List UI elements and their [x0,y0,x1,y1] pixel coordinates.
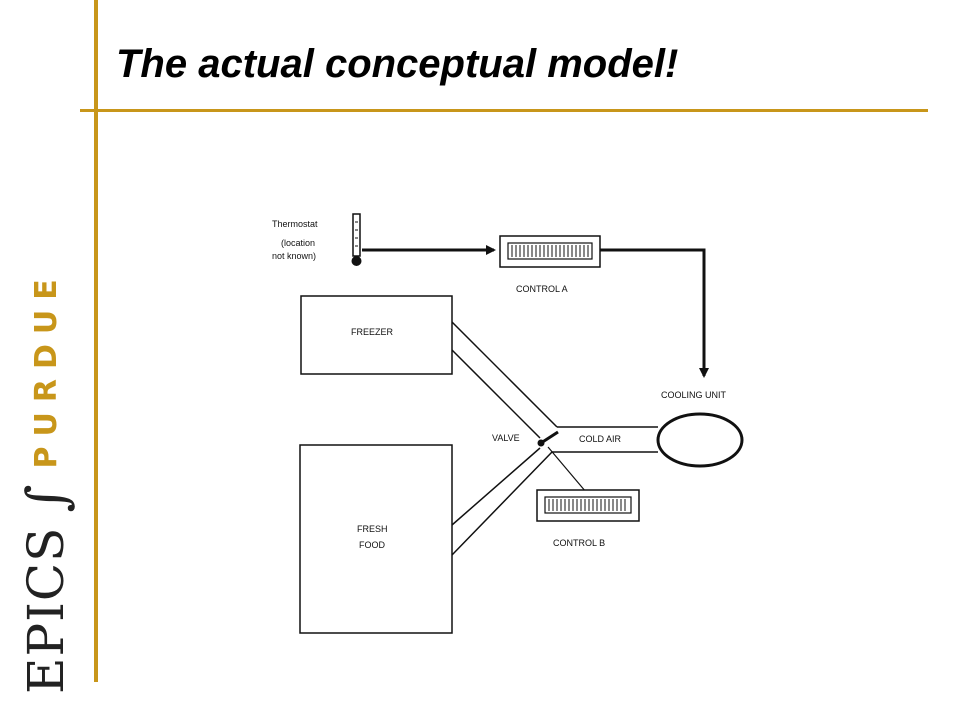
vertical-accent-line [94,0,98,682]
fresh-food-label-line1: FRESH [357,524,388,534]
valve-label: VALVE [492,433,520,443]
thermostat-label: Thermostat [272,219,318,229]
cooling-unit-label: COOLING UNIT [661,390,727,400]
valve-icon [537,430,559,447]
thermostat-note-line1: (location [281,238,315,248]
valve-link-to-control-b [547,446,587,493]
air-ducts [451,321,658,556]
control-a-panel [499,235,601,268]
control-b-panel [536,489,640,522]
cold-air-label: COLD AIR [579,434,622,444]
control-a-label: CONTROL A [516,284,568,294]
cooling-unit [656,412,744,468]
freezer-compartment [300,295,453,375]
title-underline [80,109,928,112]
slide-title: The actual conceptual model! [116,42,679,86]
thermostat-icon [351,213,362,266]
thermostat-note-line2: not known) [272,251,316,261]
arrow-control-a-to-cooling-unit [600,248,709,378]
control-b-label: CONTROL B [553,538,605,548]
freezer-label: FREEZER [351,327,394,337]
fresh-food-compartment [299,444,453,634]
fresh-food-label-line2: FOOD [359,540,385,550]
